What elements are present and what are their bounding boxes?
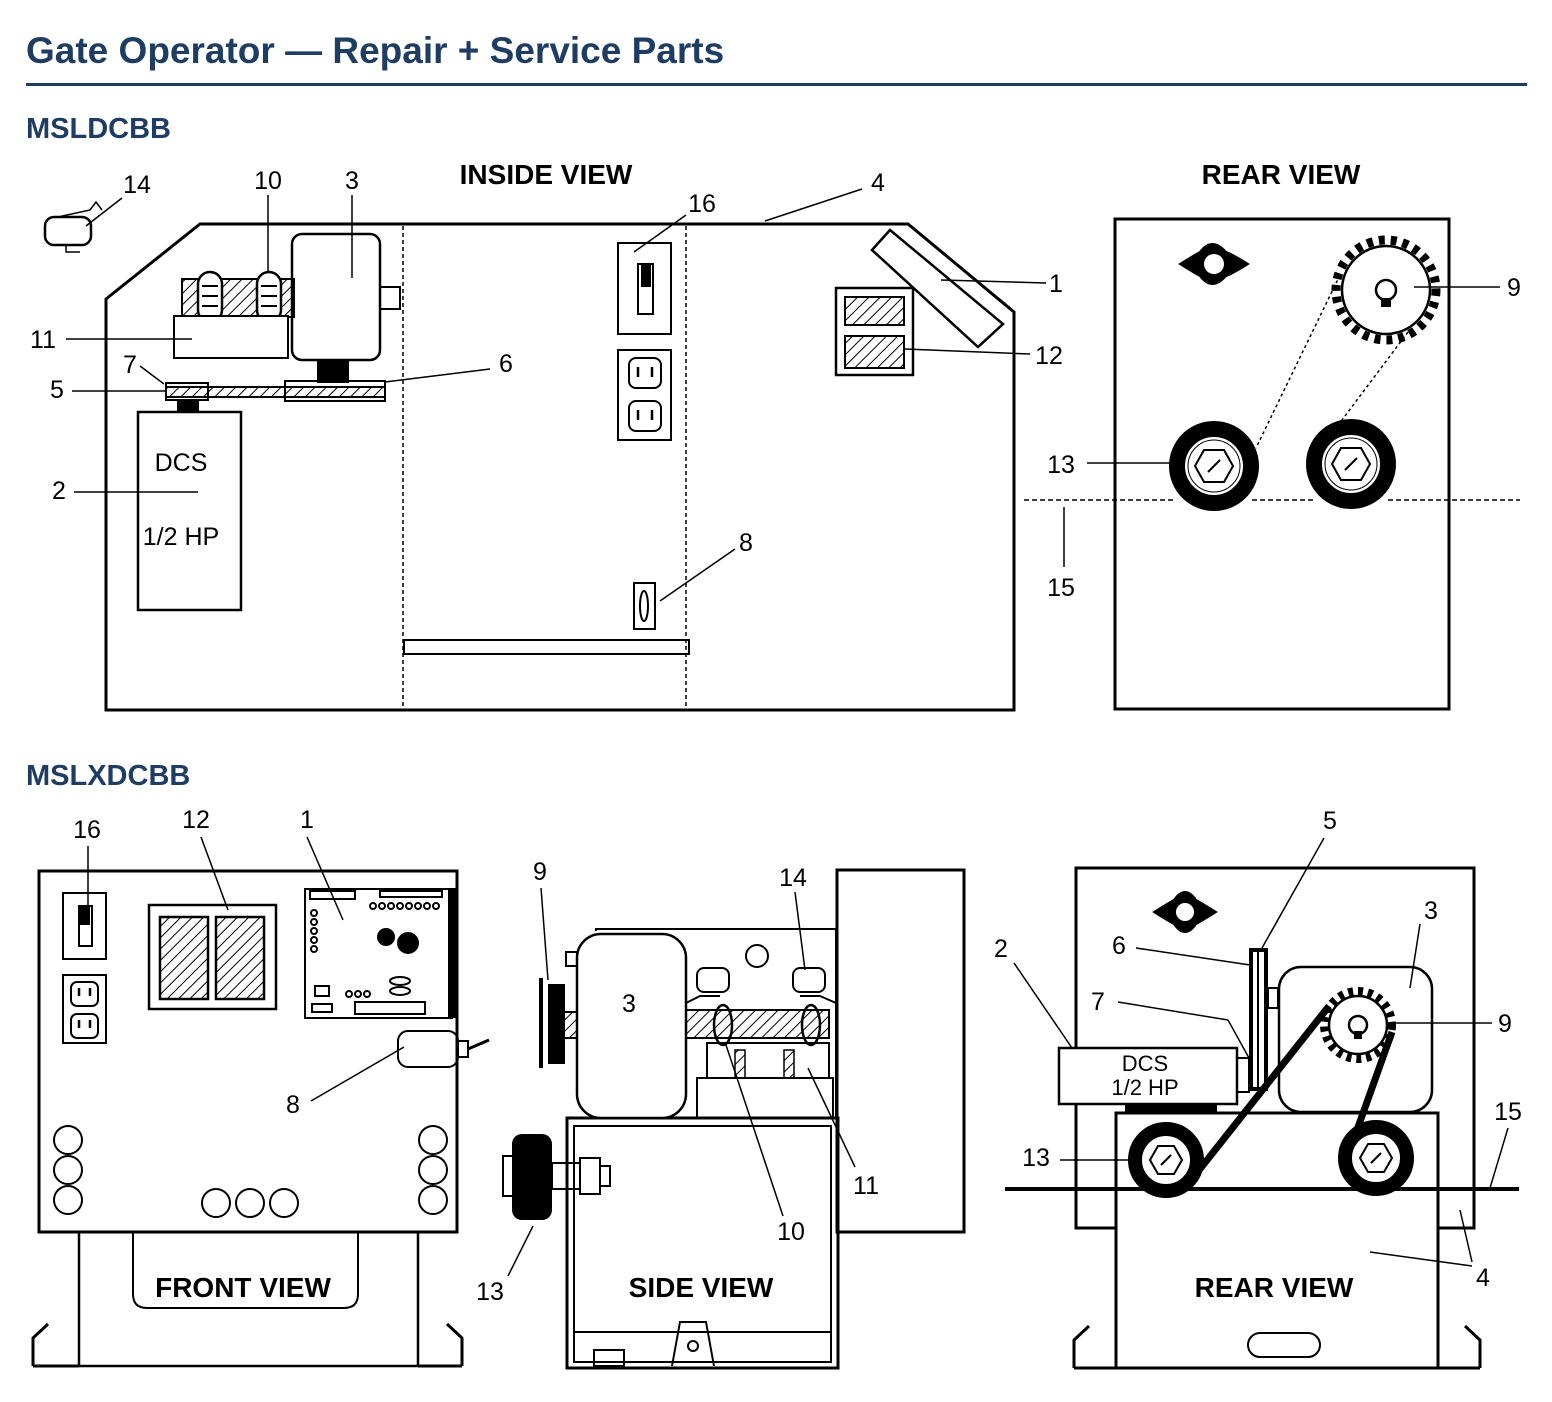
page-title: Gate Operator — Repair + Service Parts: [26, 30, 725, 71]
control-board-part-12: [147, 903, 278, 1011]
msldcbb-inside-labels: 14 10 3 16 4 1 11 7 5 6 12 2 8: [30, 167, 1063, 557]
bottom-rail: [403, 639, 690, 655]
outlet-box: [617, 349, 672, 441]
gearbox-base: [317, 359, 349, 383]
control-board-part-12: [834, 286, 915, 377]
mount-block-part-11: [173, 315, 289, 359]
callout-6: 6: [499, 350, 513, 378]
motor-shaft: [177, 399, 199, 413]
power-switch-toggle: [637, 263, 654, 315]
callout-15: 15: [1047, 574, 1075, 602]
callout-5: 5: [1323, 807, 1337, 835]
mslxdcbb-front-view: FRONT VIEW: [31, 806, 490, 1368]
callout-10: 10: [777, 1218, 805, 1246]
chain-dashed: [1255, 274, 1341, 449]
side-view-label: SIDE VIEW: [629, 1272, 774, 1303]
callout-4: 4: [1476, 1264, 1490, 1292]
rear-panel: [1113, 217, 1451, 711]
upper-frame: [595, 928, 837, 1118]
motor-label-line1: DCS: [1122, 1051, 1168, 1076]
callout-14: 14: [123, 171, 151, 199]
alarm-part-8: [397, 1030, 459, 1068]
front-stand: [77, 1232, 420, 1368]
shaft-hatched: [685, 1009, 830, 1039]
mslxdcbb-side-view: SIDE VIEW: [476, 858, 966, 1370]
callout-8: 8: [739, 529, 753, 557]
callout-7: 7: [123, 351, 137, 379]
sprocket-part-6: [284, 380, 386, 402]
callout-12: 12: [182, 806, 210, 834]
gearbox-part-3: [575, 932, 688, 1120]
callout-12: 12: [1035, 342, 1063, 370]
callout-2: 2: [52, 477, 66, 505]
callout-2: 2: [994, 935, 1008, 963]
motor-part-2: [136, 410, 243, 612]
msldcbb-rear-view: REAR VIEW: [1024, 159, 1521, 711]
limit-switch: [696, 967, 730, 993]
callout-3: 3: [1424, 897, 1438, 925]
outlet-box: [62, 974, 107, 1044]
section-heading-msldcbb: MSLDCBB: [26, 113, 171, 145]
motor-label-line2: 1/2 HP: [1111, 1075, 1178, 1100]
chain: [1193, 1003, 1332, 1177]
callout-15: 15: [1494, 1098, 1522, 1126]
section-heading-mslxdcbb: MSLXDCBB: [26, 760, 191, 792]
sprocket-part-9: [1320, 987, 1396, 1063]
callout-3: 3: [345, 167, 359, 195]
idler-part-13: [502, 1134, 611, 1220]
bearing-part-10: [800, 1003, 822, 1047]
callout-9: 9: [1507, 274, 1521, 302]
callout-11: 11: [30, 326, 56, 354]
callout-10: 10: [254, 167, 282, 195]
callout-9: 9: [533, 858, 547, 886]
callout-16: 16: [688, 190, 716, 218]
callout-9: 9: [1498, 1010, 1512, 1038]
sprocket-part-9: [1331, 235, 1441, 345]
motor-label-line1: DCS: [155, 449, 208, 477]
circuit-board-part-1: [870, 228, 1005, 349]
callout-13: 13: [476, 1278, 504, 1306]
callout-1: 1: [300, 806, 314, 834]
housing-outline: [104, 222, 1016, 712]
power-switch-part-16: [617, 242, 672, 335]
callout-3: 3: [622, 990, 636, 1018]
callout-16: 16: [73, 816, 101, 844]
callout-8: 8: [286, 1091, 300, 1119]
mslxdcbb-rear-view: REAR VIEW DCS 1/2 HP: [994, 807, 1522, 1370]
callout-6: 6: [1112, 932, 1126, 960]
chain-dashed: [1335, 331, 1409, 429]
inside-view-label: INSIDE VIEW: [460, 159, 633, 190]
rear-view-label: REAR VIEW: [1202, 159, 1361, 190]
motor-label-line2: 1/2 HP: [143, 523, 219, 551]
front-label-plate: [132, 1232, 359, 1309]
limit-switch-part-14: [792, 967, 826, 993]
chain-part-6: [165, 386, 386, 398]
power-switch-part-16: [62, 892, 107, 960]
sprocket-part-9: [548, 984, 565, 1064]
idler-part-13: [1169, 421, 1259, 511]
msldcbb-inside-callouts: [66, 188, 1047, 602]
callout-11: 11: [853, 1172, 879, 1200]
alarm-part-8: [633, 582, 656, 630]
rear-housing: [1114, 1111, 1440, 1368]
title-rule: [26, 83, 1527, 86]
idler-wheel: [1306, 419, 1396, 509]
callout-14: 14: [779, 864, 807, 892]
callout-4: 4: [871, 169, 885, 197]
callout-5: 5: [50, 376, 64, 404]
front-view-label: FRONT VIEW: [155, 1272, 331, 1303]
rear-view-label-2: REAR VIEW: [1195, 1272, 1354, 1303]
msldcbb-inside-view: INSIDE VIEW DCS 1/2 HP: [43, 159, 1016, 712]
gearbox-part-3: [290, 232, 382, 362]
callout-1: 1: [1049, 270, 1063, 298]
callout-13: 13: [1022, 1144, 1050, 1172]
limit-switch-part-14: [43, 215, 93, 247]
gearbox-shaft: [379, 286, 401, 310]
callout-13: 13: [1047, 451, 1075, 479]
callout-7: 7: [1091, 988, 1105, 1016]
bearing-part-10: [712, 1003, 734, 1047]
